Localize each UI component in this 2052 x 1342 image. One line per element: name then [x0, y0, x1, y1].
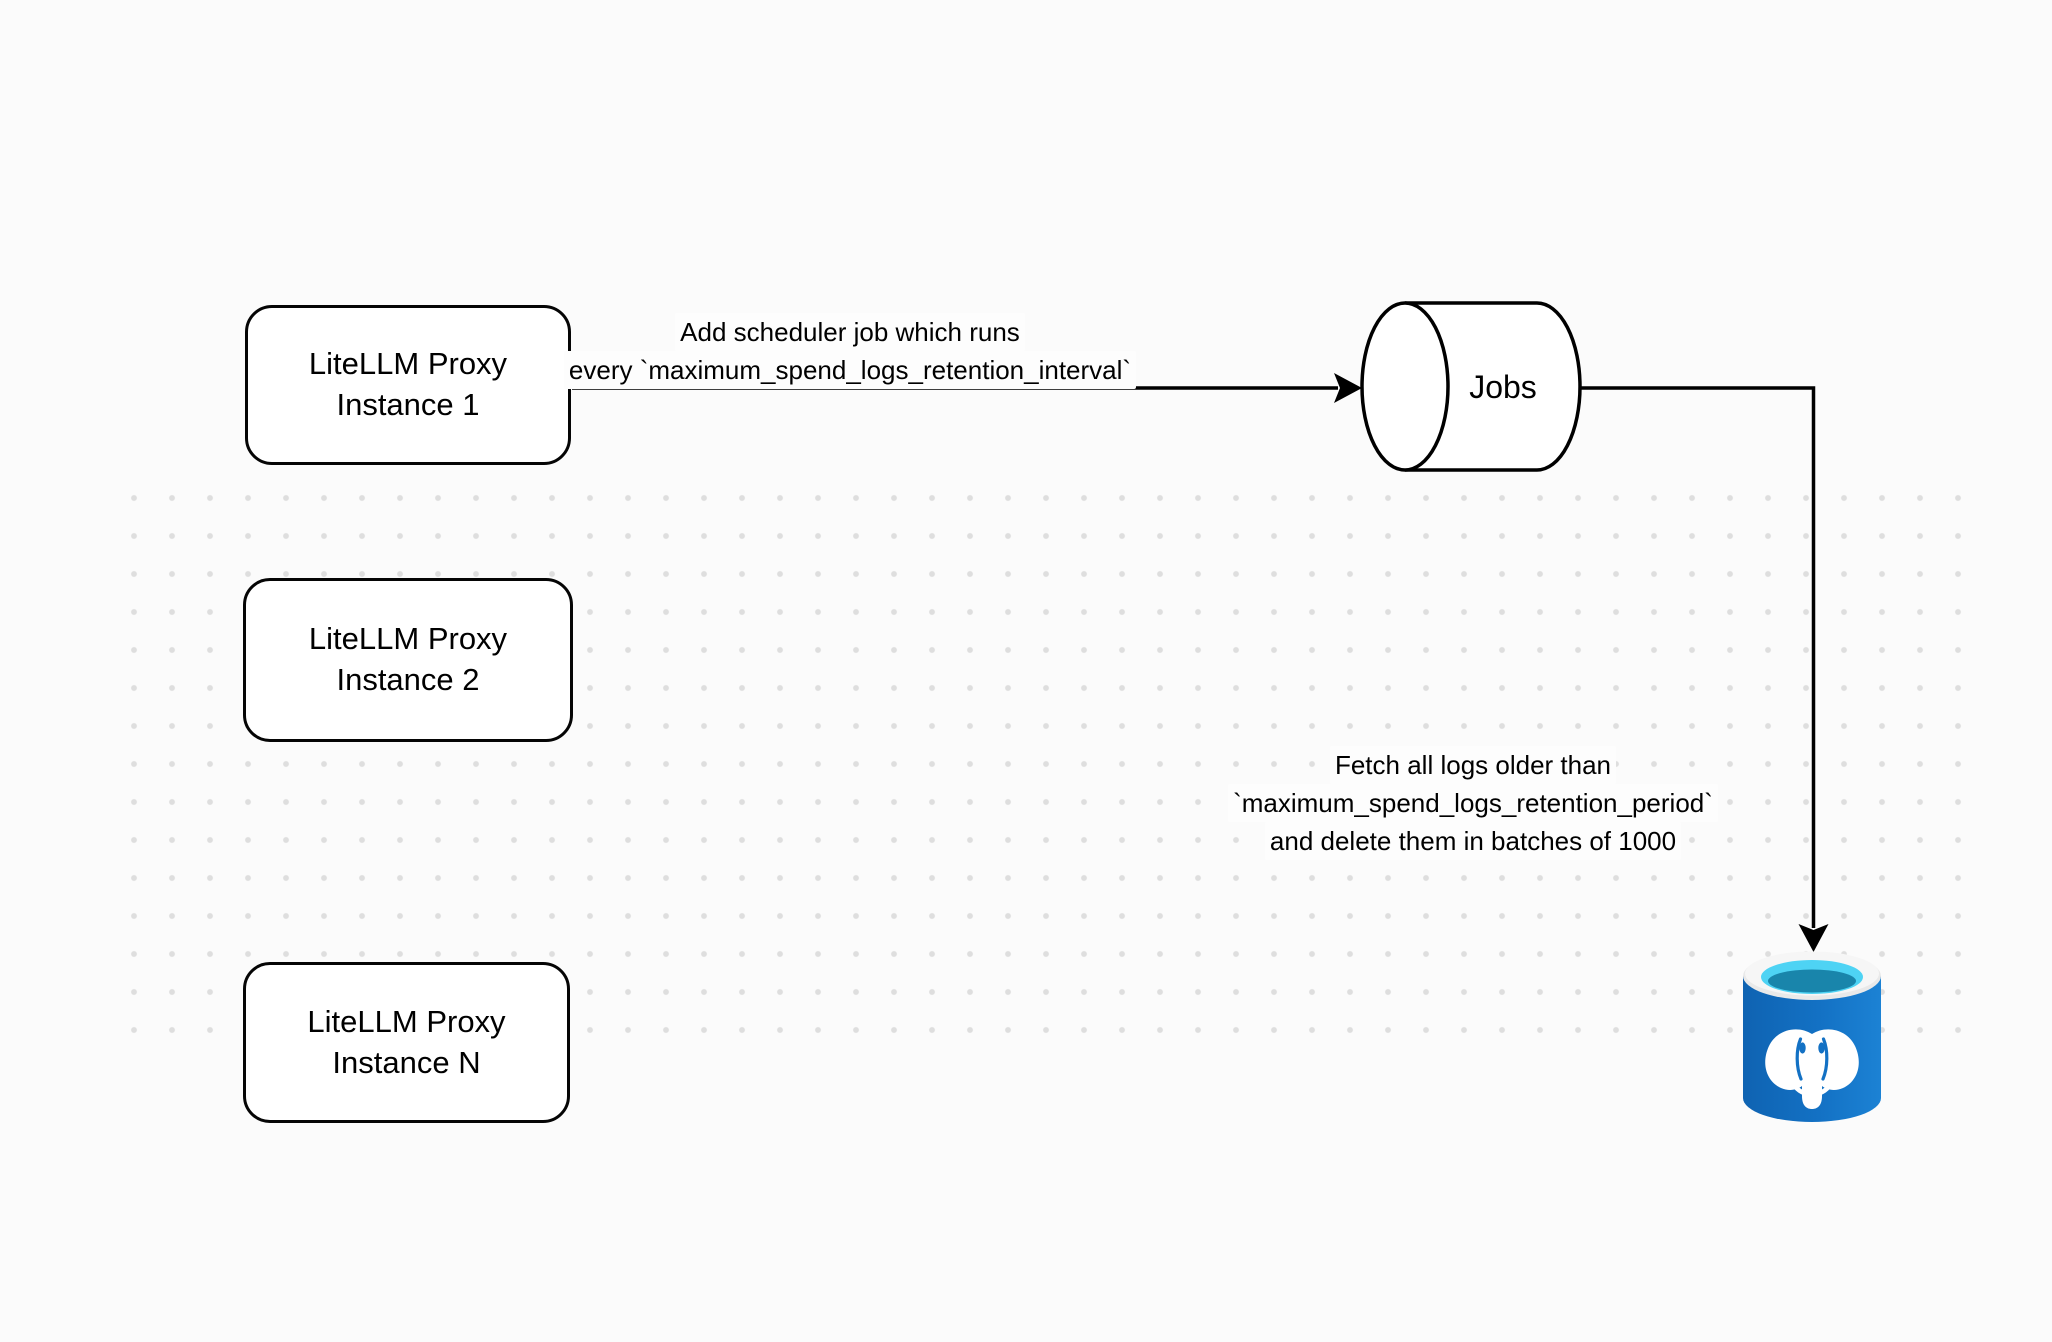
edge-label-line: every `maximum_spend_logs_retention_inte…	[548, 351, 1152, 389]
edge-label-text: `maximum_spend_logs_retention_period`	[1228, 784, 1718, 822]
arrowhead-down-icon	[1798, 924, 1829, 952]
canvas-dot-grid	[115, 479, 1977, 1051]
edge-label-text: and delete them in batches of 1000	[1264, 822, 1682, 860]
postgres-elephant-logo	[1765, 1029, 1859, 1109]
postgres-inner-shadow	[1768, 969, 1856, 993]
edge-label-line: Fetch all logs older than	[1160, 746, 1786, 784]
edge-label-fetch-delete: Fetch all logs older than `maximum_spend…	[1160, 746, 1786, 860]
edge-label-scheduler: Add scheduler job which runs every `maxi…	[548, 313, 1152, 389]
node-litellm-proxy-instance-n: LiteLLM Proxy Instance N	[243, 962, 570, 1123]
edge-label-text: Add scheduler job which runs	[675, 313, 1025, 351]
edge-jobs-to-postgres	[1580, 386, 1816, 928]
node-litellm-proxy-instance-1: LiteLLM Proxy Instance 1	[245, 305, 571, 465]
node-label: LiteLLM Proxy Instance 1	[308, 346, 508, 422]
jobs-queue-cylinder	[1360, 301, 1582, 472]
edge-label-line: `maximum_spend_logs_retention_period`	[1160, 784, 1786, 822]
edge-label-line: Add scheduler job which runs	[548, 313, 1152, 351]
arrowhead-right-icon	[1334, 373, 1362, 403]
jobs-queue-label: Jobs	[1469, 369, 1537, 405]
edge-label-text: every `maximum_spend_logs_retention_inte…	[563, 351, 1137, 389]
postgresql-icon	[1743, 951, 1881, 1122]
node-label: LiteLLM Proxy Instance N	[307, 1003, 506, 1080]
edge-label-text: Fetch all logs older than	[1329, 746, 1617, 784]
node-label: LiteLLM Proxy Instance 2	[308, 621, 508, 697]
node-litellm-proxy-instance-2: LiteLLM Proxy Instance 2	[243, 578, 573, 742]
edge-label-line: and delete them in batches of 1000	[1160, 822, 1786, 860]
